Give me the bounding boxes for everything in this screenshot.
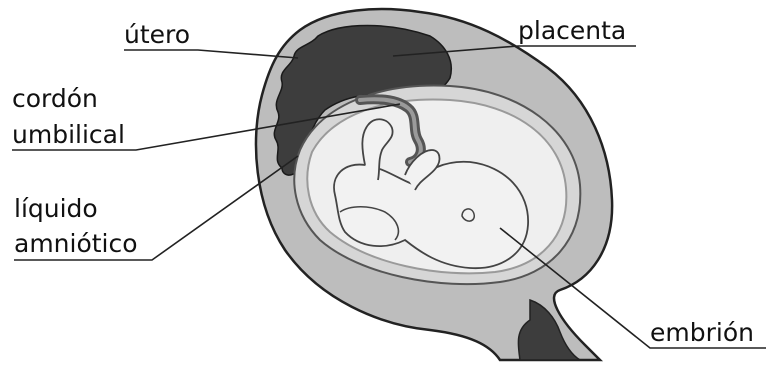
leader-utero [124, 50, 298, 58]
label-utero: útero [124, 20, 190, 50]
label-cordon: cordón [12, 84, 98, 114]
label-liquido: líquido [14, 194, 98, 224]
label-amniotico: amniótico [14, 229, 138, 259]
label-embrion: embrión [650, 318, 754, 348]
label-umbilical: umbilical [12, 120, 125, 150]
label-placenta: placenta [518, 16, 626, 46]
